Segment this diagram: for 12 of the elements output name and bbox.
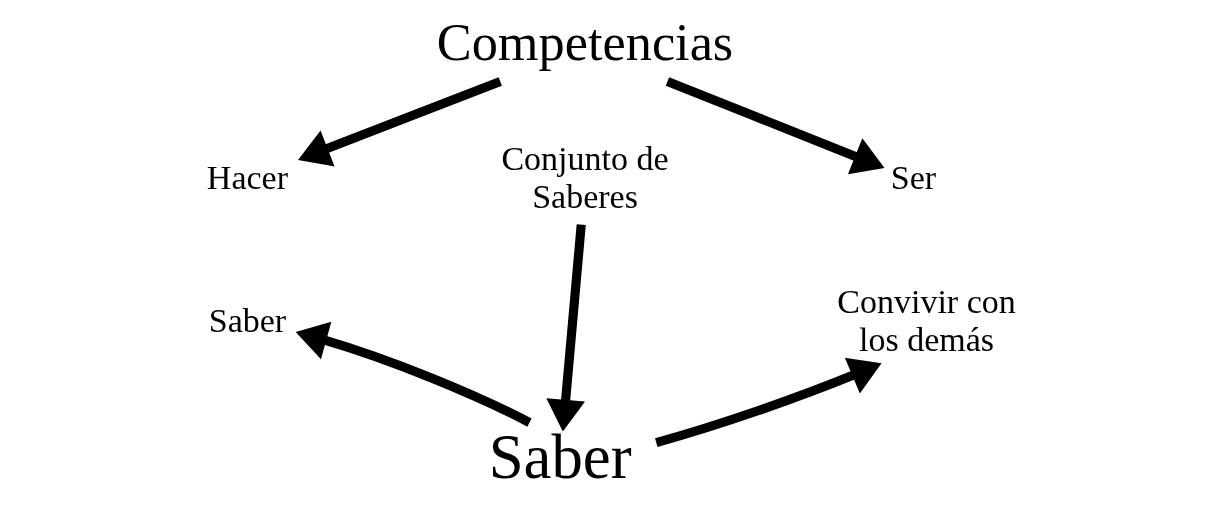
node-text: Saber xyxy=(208,301,287,339)
arrow xyxy=(665,77,885,175)
node-text: Competencias xyxy=(436,13,734,72)
arrow xyxy=(546,224,586,432)
arrow xyxy=(655,357,882,447)
arrow xyxy=(298,77,502,167)
node-text: Saber xyxy=(488,422,632,493)
node-text: Convivir con los demás xyxy=(837,282,1016,358)
node-text: Ser xyxy=(890,159,937,197)
node-text: Hacer xyxy=(206,159,289,197)
node-text: Conjunto de Saberes xyxy=(501,140,669,216)
arrow xyxy=(295,321,532,427)
